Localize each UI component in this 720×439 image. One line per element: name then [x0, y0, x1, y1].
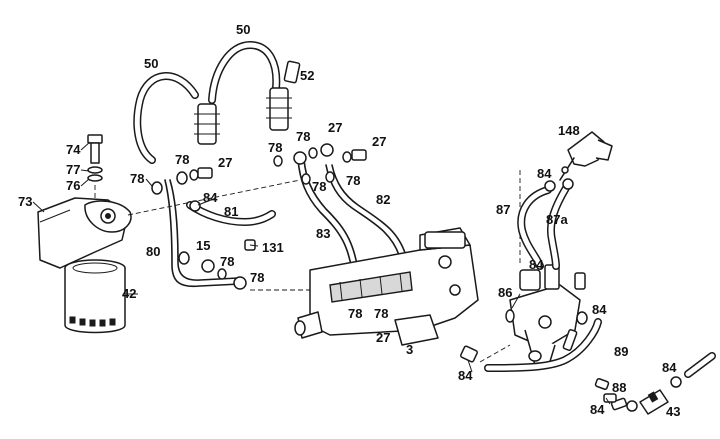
- callout-52: 52: [300, 68, 314, 83]
- callout-27-d: 27: [376, 330, 390, 345]
- fuel-line-81: [186, 201, 276, 226]
- hose-50-left: [133, 72, 199, 164]
- callout-81: 81: [224, 204, 238, 219]
- callout-86: 86: [498, 285, 512, 300]
- fuel-line-82: [325, 164, 411, 283]
- callout-83: 83: [316, 226, 330, 241]
- callout-78-d: 78: [296, 129, 310, 144]
- callout-3: 3: [406, 342, 413, 357]
- callout-78-e: 78: [312, 179, 326, 194]
- callout-78-i: 78: [348, 306, 362, 321]
- pump-bracket-86: [505, 264, 588, 369]
- hose-connector-right: [266, 87, 292, 131]
- hose-50-right: [208, 41, 281, 104]
- callout-73: 73: [18, 194, 32, 209]
- callout-88: 88: [612, 380, 626, 395]
- callout-80: 80: [146, 244, 160, 259]
- callout-78-h: 78: [250, 270, 264, 285]
- overflow-valve-43: [594, 352, 716, 415]
- callout-84-a: 84: [537, 166, 552, 181]
- fuel-line-80: [164, 179, 241, 288]
- callout-84-e: 84: [458, 368, 473, 383]
- callout-84-b: 84: [203, 190, 218, 205]
- banjo-bolt-74: [87, 134, 103, 182]
- callout-78-a: 78: [130, 171, 144, 186]
- hose-87: [517, 186, 552, 270]
- hose-connector-left: [194, 103, 220, 145]
- callout-27-a: 27: [218, 155, 232, 170]
- callout-27-c: 27: [372, 134, 386, 149]
- callout-82: 82: [376, 192, 390, 207]
- fuel-filter-42: [64, 259, 126, 334]
- callout-84-d: 84: [592, 302, 607, 317]
- callout-148: 148: [558, 123, 580, 138]
- callout-131: 131: [262, 240, 284, 255]
- filter-housing-73: [37, 197, 132, 269]
- callout-15: 15: [196, 238, 210, 253]
- callout-78-c: 78: [268, 140, 282, 155]
- callout-84-f: 84: [662, 360, 677, 375]
- hose-87a: [547, 184, 570, 270]
- callout-89: 89: [614, 344, 628, 359]
- callout-50-left: 50: [144, 56, 158, 71]
- callout-78-b: 78: [175, 152, 189, 167]
- callout-78-j: 78: [374, 306, 388, 321]
- callout-84-g: 84: [590, 402, 605, 417]
- fitting-84-pump: [460, 345, 478, 363]
- callout-76: 76: [66, 178, 80, 193]
- injection-pump-3: [294, 227, 479, 346]
- callout-27-b: 27: [328, 120, 342, 135]
- callout-78-g: 78: [220, 254, 234, 269]
- callout-87a: 87a: [546, 212, 568, 227]
- callout-84-c: 84: [529, 257, 544, 272]
- callout-43: 43: [666, 404, 680, 419]
- callout-78-f: 78: [346, 173, 360, 188]
- callout-labels: 50 50 52 74 77 76 73 78 78 27 78 78 27 2…: [18, 22, 680, 419]
- sleeve-52: [283, 60, 301, 84]
- return-line-89: [484, 318, 602, 372]
- hand-pump-148: [544, 131, 613, 192]
- leader-lines: [32, 141, 611, 405]
- callout-87: 87: [496, 202, 510, 217]
- callout-74: 74: [66, 142, 81, 157]
- callout-77: 77: [66, 162, 80, 177]
- callout-50-right: 50: [236, 22, 250, 37]
